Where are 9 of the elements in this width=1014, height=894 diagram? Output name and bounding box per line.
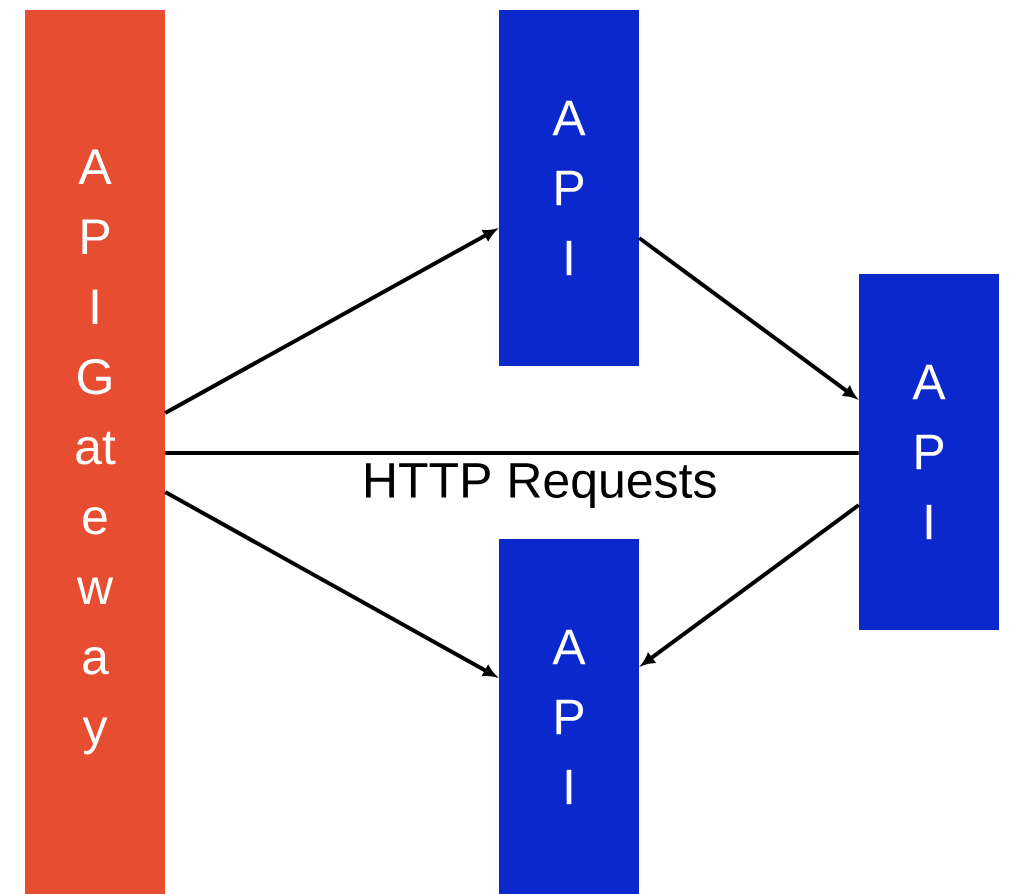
arrow <box>164 229 496 415</box>
arrow <box>642 503 860 666</box>
edge-label: HTTP Requests <box>366 463 716 508</box>
arrow <box>638 236 856 399</box>
service-box: API <box>499 539 639 894</box>
service-box: API <box>499 10 639 366</box>
service-box: API <box>859 274 999 630</box>
gateway-bar: API Gateway <box>25 10 165 894</box>
arrow <box>164 490 496 677</box>
